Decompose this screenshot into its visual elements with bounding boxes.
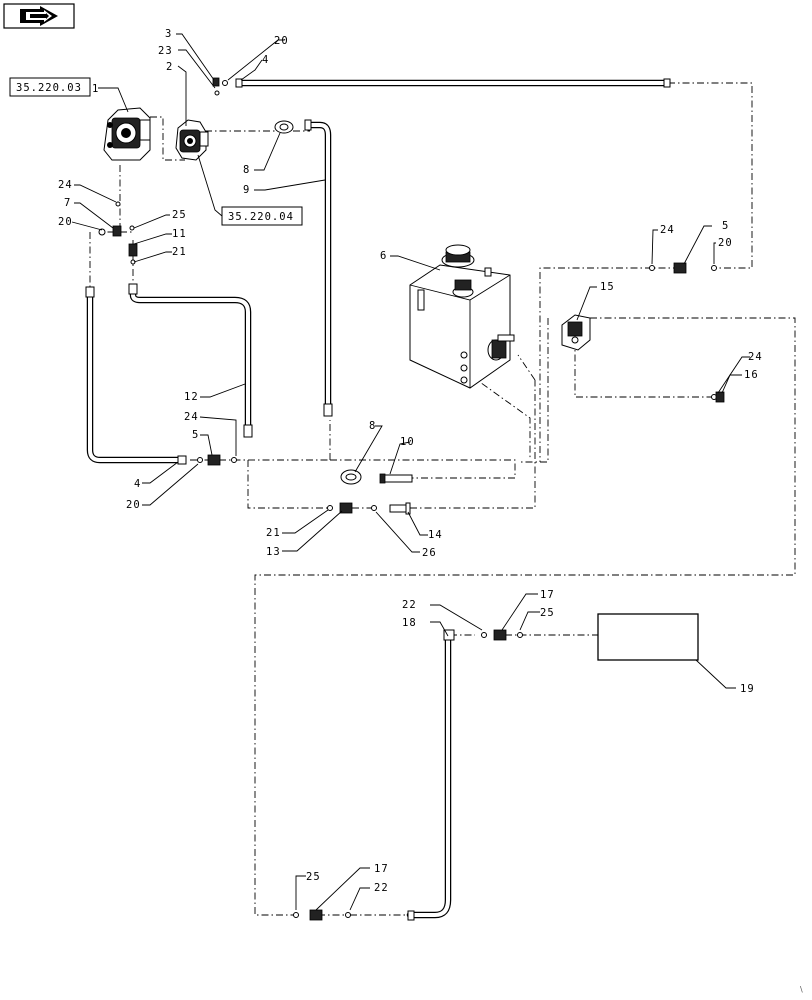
callout-4: 4 (134, 478, 141, 490)
callout-19: 19 (740, 683, 755, 695)
oil-cooler-19[interactable] (597, 613, 699, 661)
callout-20: 20 (718, 237, 733, 249)
callout-25: 25 (306, 871, 321, 883)
callout-23: 23 (158, 45, 173, 57)
callout-14: 14 (428, 529, 443, 541)
callout-20: 20 (126, 499, 141, 511)
callout-24: 24 (184, 411, 199, 423)
callout-24: 24 (748, 351, 763, 363)
callout-labels: 1 2 3 23 20 4 8 9 24 7 20 25 11 21 24 5 … (58, 28, 763, 894)
hose-18 (406, 629, 455, 921)
callout-12: 12 (184, 391, 199, 403)
callout-21: 21 (172, 246, 187, 258)
callout-5: 5 (192, 429, 199, 441)
callout-8: 8 (243, 164, 250, 176)
hose-4-top (235, 78, 671, 88)
callout-4: 4 (262, 54, 269, 66)
hydraulic-pump-2[interactable] (175, 119, 209, 161)
tube-14 (389, 502, 411, 515)
callout-16: 16 (744, 369, 759, 381)
callout-20: 20 (58, 216, 73, 228)
fittings (98, 77, 725, 921)
callout-18: 18 (402, 617, 417, 629)
callout-3: 3 (165, 28, 172, 40)
tube-10 (379, 473, 413, 484)
callout-24: 24 (660, 224, 675, 236)
hose-9 (304, 119, 333, 417)
callout-11: 11 (172, 228, 187, 240)
callout-24: 24 (58, 179, 73, 191)
next-page-button[interactable] (3, 3, 75, 29)
callout-10: 10 (400, 436, 415, 448)
reference-label: 35.220.04 (228, 211, 294, 223)
reference-box-35-220-04[interactable]: 35.220.04 (221, 206, 303, 226)
callout-25: 25 (172, 209, 187, 221)
callout-22: 22 (402, 599, 417, 611)
callout-5: 5 (722, 220, 729, 232)
callout-9: 9 (243, 184, 250, 196)
reference-box-35-220-03[interactable]: 35.220.03 (9, 77, 91, 97)
callout-22: 22 (374, 882, 389, 894)
next-page-arrow-icon (20, 6, 58, 26)
hose-12 (128, 283, 253, 438)
reference-label: 35.220.03 (16, 82, 82, 94)
callout-13: 13 (266, 546, 281, 558)
callout-20: 20 (274, 35, 289, 47)
hose-4-left (85, 286, 187, 465)
flange-8-top (274, 120, 294, 134)
callout-1: 1 (92, 83, 99, 95)
callout-21: 21 (266, 527, 281, 539)
callout-17: 17 (374, 863, 389, 875)
callout-2: 2 (166, 61, 173, 73)
hydraulic-pump-1[interactable] (103, 107, 151, 161)
callout-7: 7 (64, 197, 71, 209)
connection-lines (89, 82, 796, 916)
callout-25: 25 (540, 607, 555, 619)
callout-17: 17 (540, 589, 555, 601)
callout-8: 8 (369, 420, 376, 432)
flange-8-bottom (340, 469, 362, 485)
callout-26: 26 (422, 547, 437, 559)
bracket-15[interactable] (561, 314, 591, 351)
corner-mark: \ (800, 985, 803, 994)
hydraulic-tank[interactable] (409, 244, 515, 389)
callout-15: 15 (600, 281, 615, 293)
leader-lines (71, 33, 750, 911)
callout-6: 6 (380, 250, 387, 262)
